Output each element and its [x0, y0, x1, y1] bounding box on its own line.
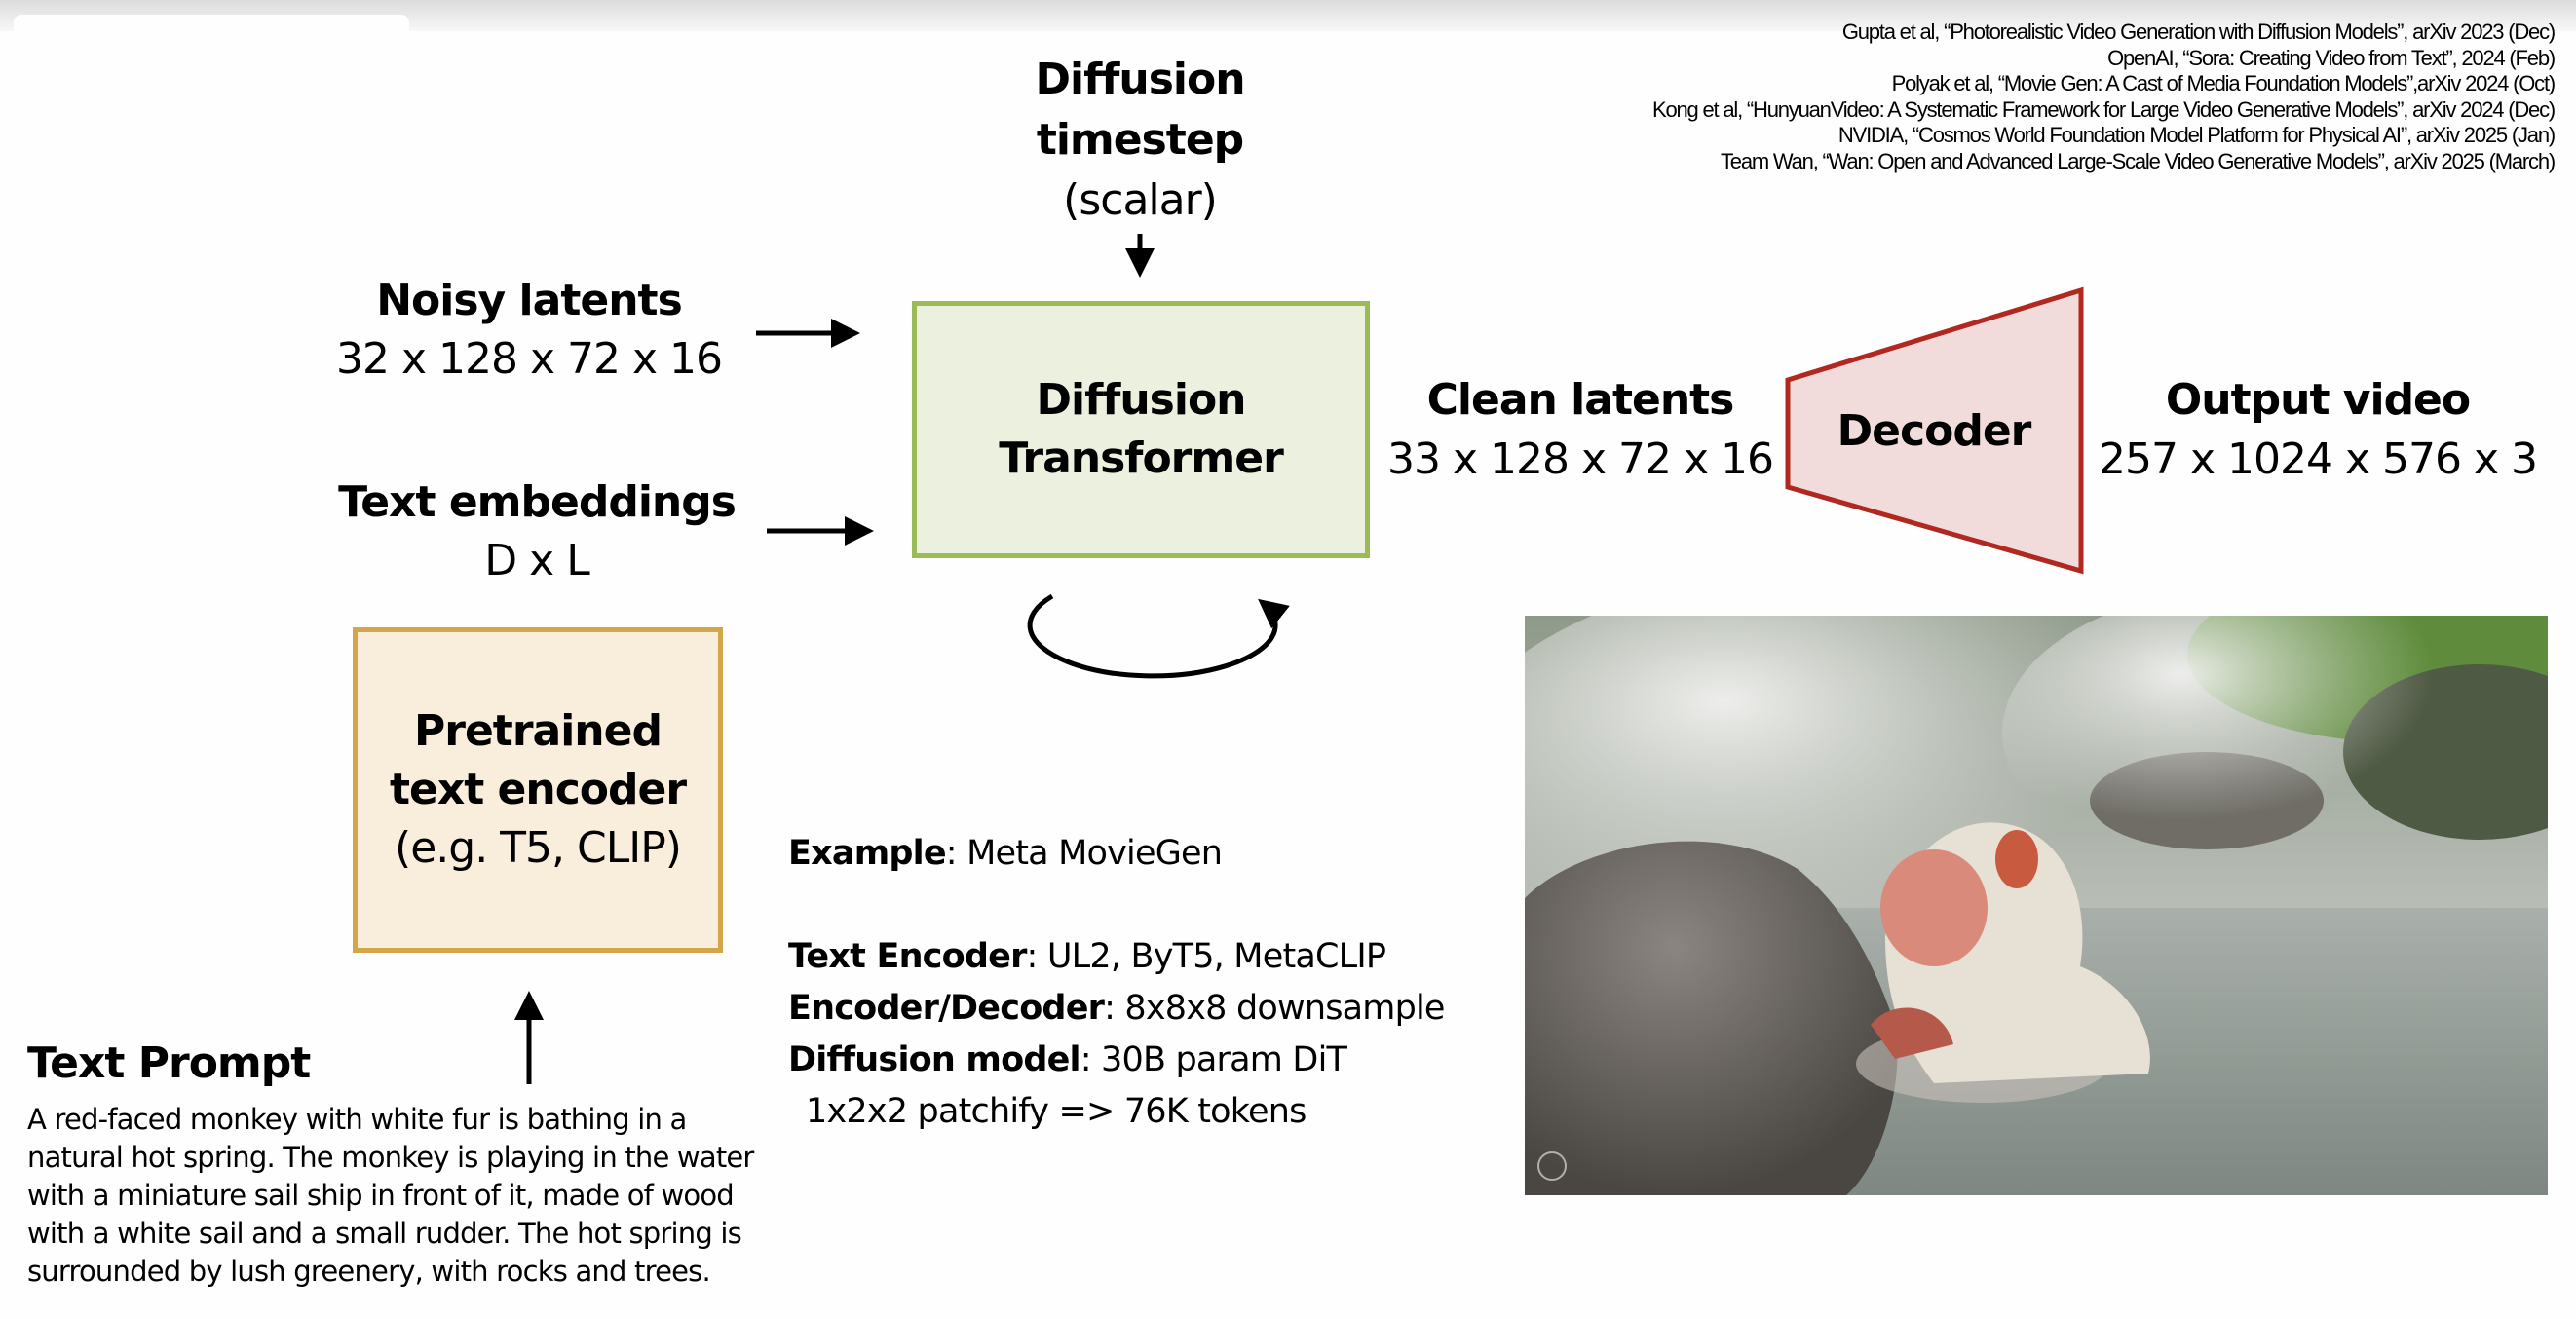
- timestep-title-1: Diffusion: [1035, 55, 1245, 104]
- example-key: Encoder/Decoder: [788, 989, 1105, 1028]
- encoder-label-2: text encoder: [389, 765, 687, 814]
- text-embeddings-shape: D x L: [484, 536, 589, 585]
- output-video-frame[interactable]: [1525, 616, 2548, 1195]
- prompt-title: Text Prompt: [27, 1038, 311, 1088]
- example-row: Encoder/Decoder: 8x8x8 downsample: [788, 983, 1445, 1035]
- reference: OpenAI, “Sora: Creating Video from Text”…: [2107, 45, 2556, 70]
- text-encoder-box: Pretrained text encoder (e.g. T5, CLIP): [353, 627, 723, 953]
- reference: Kong et al, “HunyuanVideo: A Systematic …: [1652, 96, 2556, 122]
- noisy-latents-shape: 32 x 128 x 72 x 16: [336, 334, 723, 384]
- example-key: Diffusion model: [788, 1040, 1081, 1079]
- reference: NVIDIA, “Cosmos World Foundation Model P…: [1837, 123, 2556, 148]
- decoder-label: Decoder: [1837, 406, 2032, 456]
- encoder-label-3: (e.g. T5, CLIP): [395, 823, 682, 873]
- example-value: : UL2, ByT5, MetaCLIP: [1026, 937, 1386, 976]
- loop-arrow-icon: [1027, 593, 1290, 679]
- diffusion-transformer-box: Diffusion Transformer: [912, 301, 1370, 558]
- reference: Polyak et al, “Movie Gen: A Cast of Medi…: [1891, 71, 2557, 96]
- output-video-shape: 257 x 1024 x 576 x 3: [2099, 434, 2538, 484]
- references: Gupta et al, “Photorealistic Video Gener…: [1652, 19, 2557, 175]
- top-bar: [0, 0, 2576, 31]
- example-extra: 1x2x2 patchify => 76K tokens: [806, 1092, 1307, 1131]
- example-key: Example: [788, 834, 947, 873]
- decoder-shape: [1785, 286, 2084, 575]
- example-value: : 30B param DiT: [1080, 1040, 1347, 1079]
- example-row: Example: Meta MovieGen: [788, 828, 1445, 880]
- dit-label-1: Diffusion: [1036, 375, 1246, 425]
- browser-tab[interactable]: [14, 15, 409, 44]
- example-value: : Meta MovieGen: [945, 834, 1223, 873]
- output-video-title: Output video: [2165, 375, 2471, 425]
- monkey-hot-spring-image: [1525, 616, 2548, 1195]
- example-key: Text Encoder: [788, 937, 1027, 976]
- prompt-text: A red-faced monkey with white fur is bat…: [27, 1103, 754, 1288]
- example-block: Example: Meta MovieGen Text Encoder: UL2…: [788, 828, 1445, 1138]
- noisy-latents-title: Noisy latents: [376, 276, 683, 325]
- example-row: Text Encoder: UL2, ByT5, MetaCLIP: [788, 931, 1445, 983]
- text-embeddings-title: Text embeddings: [338, 477, 737, 527]
- example-value: : 8x8x8 downsample: [1104, 989, 1445, 1028]
- timestep-title-2: timestep: [1036, 115, 1244, 165]
- reference: Gupta et al, “Photorealistic Video Gener…: [1841, 19, 2556, 44]
- example-row: Diffusion model: 30B param DiT: [788, 1035, 1445, 1086]
- clean-latents-title: Clean latents: [1426, 375, 1735, 425]
- clean-latents-shape: 33 x 128 x 72 x 16: [1387, 434, 1774, 484]
- reference: Team Wan, “Wan: Open and Advanced Large-…: [1720, 148, 2556, 173]
- timestep-subtitle: (scalar): [1063, 175, 1218, 225]
- encoder-label-1: Pretrained: [414, 706, 663, 756]
- dit-label-2: Transformer: [999, 433, 1284, 483]
